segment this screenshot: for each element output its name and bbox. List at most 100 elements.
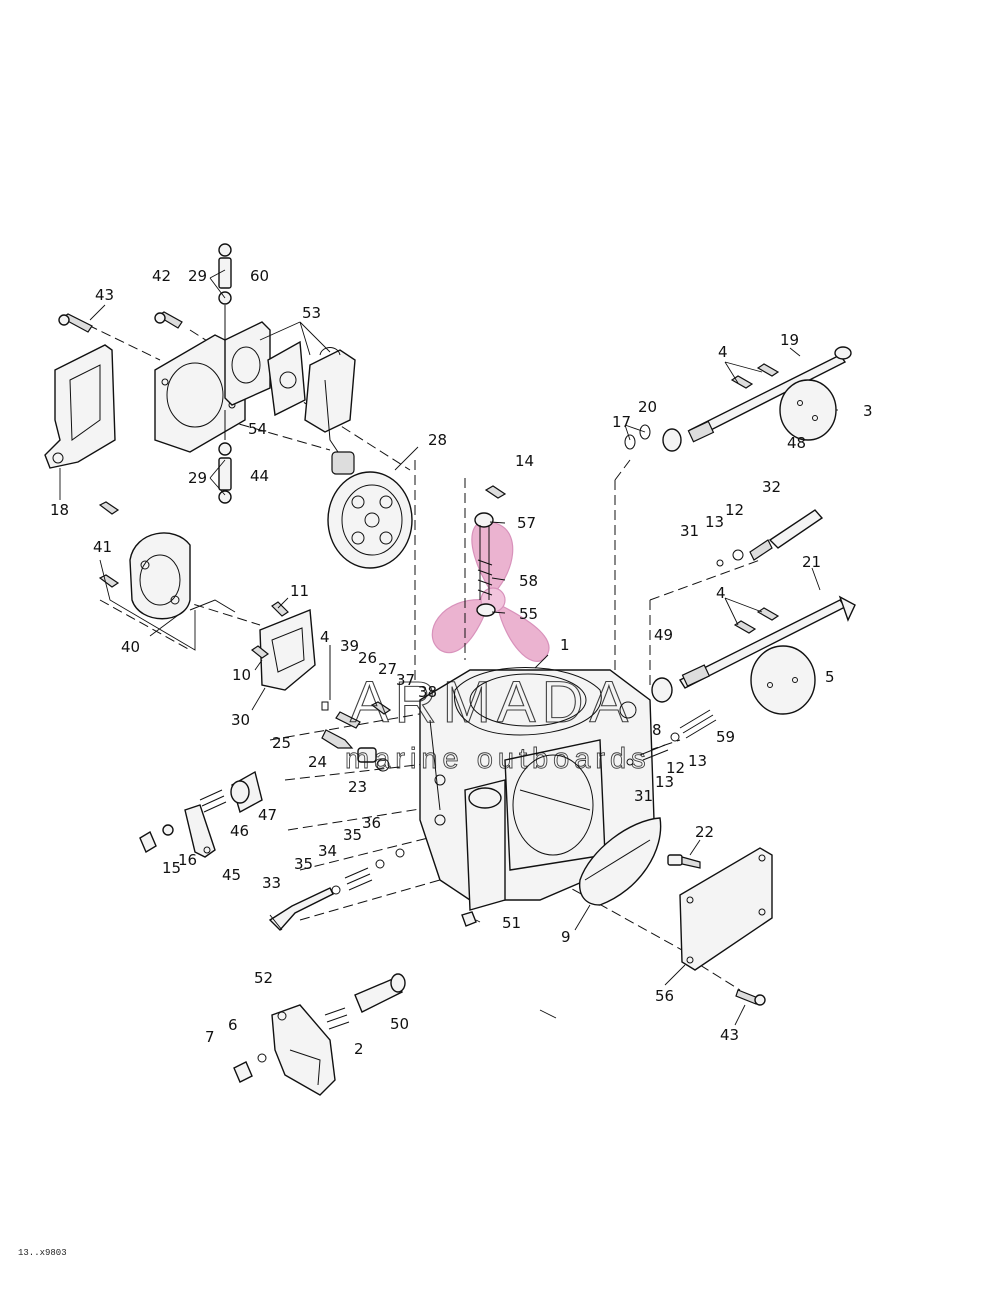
choke-plate-part-5 bbox=[750, 645, 816, 715]
callout-label: 56 bbox=[655, 987, 674, 1005]
callout-label: 17 bbox=[612, 413, 631, 431]
watermark-brand-text: ARMADA bbox=[350, 670, 634, 735]
callout-label: 20 bbox=[638, 398, 657, 416]
callout-label: 29 bbox=[188, 267, 207, 285]
callout-label: 22 bbox=[695, 823, 714, 841]
throttle-plate-part-3 bbox=[779, 379, 837, 441]
callout-label: 46 bbox=[230, 822, 249, 840]
callout-label: 13 bbox=[688, 752, 707, 770]
fitting-part-60 bbox=[218, 243, 232, 340]
fuel-fitting-parts-45-47 bbox=[139, 770, 263, 858]
callout-label: 4 bbox=[320, 628, 330, 646]
callout-label: 35 bbox=[294, 855, 313, 873]
callout-label: 43 bbox=[95, 286, 114, 304]
callout-label: 11 bbox=[290, 582, 309, 600]
callout-label: 9 bbox=[561, 928, 571, 946]
callout-label: 40 bbox=[121, 638, 140, 656]
needle-valve-parts bbox=[321, 645, 392, 772]
callout-label: 34 bbox=[318, 842, 337, 860]
callout-label: 38 bbox=[418, 683, 437, 701]
callout-label: 36 bbox=[362, 814, 381, 832]
pump-housing-53 bbox=[224, 321, 356, 475]
callout-label: 16 bbox=[178, 851, 197, 869]
propeller-logo-icon bbox=[431, 520, 550, 662]
callout-label: 59 bbox=[716, 728, 735, 746]
callout-label: 2 bbox=[354, 1040, 364, 1058]
callout-label: 42 bbox=[152, 267, 171, 285]
bracket-part-18 bbox=[44, 344, 116, 469]
callout-label: 31 bbox=[680, 522, 699, 540]
callout-label: 25 bbox=[272, 734, 291, 752]
callout-label: 49 bbox=[654, 626, 673, 644]
spring-parts-12-59 bbox=[619, 701, 717, 766]
callout-label: 26 bbox=[358, 649, 377, 667]
callout-label: 47 bbox=[258, 806, 277, 824]
callout-label: 27 bbox=[378, 660, 397, 678]
callout-label: 33 bbox=[262, 874, 281, 892]
callout-label: 45 bbox=[222, 866, 241, 884]
callout-label: 29 bbox=[188, 469, 207, 487]
callout-label: 12 bbox=[666, 759, 685, 777]
callout-label: 10 bbox=[232, 666, 251, 684]
callout-label: 1 bbox=[560, 636, 570, 654]
callout-label: 58 bbox=[519, 572, 538, 590]
callout-label: 3 bbox=[863, 402, 873, 420]
callout-label: 14 bbox=[515, 452, 534, 470]
screw-part-43 bbox=[58, 313, 93, 333]
choke-shaft-part-21 bbox=[651, 595, 856, 703]
callout-label: 41 bbox=[93, 538, 112, 556]
jet-screw-assembly bbox=[474, 485, 507, 617]
bushing-parts-17-20 bbox=[624, 424, 682, 452]
callout-label: 52 bbox=[254, 969, 273, 987]
diaphragm-part-28 bbox=[327, 471, 413, 569]
callout-label: 57 bbox=[517, 514, 536, 532]
callout-label: 18 bbox=[50, 501, 69, 519]
callout-label: 37 bbox=[396, 671, 415, 689]
callout-label: 55 bbox=[519, 605, 538, 623]
screw-part-43b bbox=[735, 989, 766, 1006]
callout-label: 43 bbox=[720, 1026, 739, 1044]
callout-label: 51 bbox=[502, 914, 521, 932]
callout-label: 7 bbox=[205, 1028, 215, 1046]
callout-label: 60 bbox=[250, 267, 269, 285]
gasket-part-9 bbox=[578, 817, 662, 906]
callout-label: 44 bbox=[250, 467, 269, 485]
callout-labels: 43 42 29 60 53 18 54 29 44 28 41 40 11 4… bbox=[50, 267, 873, 1058]
callout-label: 28 bbox=[428, 431, 447, 449]
callout-label: 54 bbox=[248, 420, 267, 438]
callout-label: 23 bbox=[348, 778, 367, 796]
callout-label: 50 bbox=[390, 1015, 409, 1033]
callout-label: 12 bbox=[725, 501, 744, 519]
screw-part-22 bbox=[667, 854, 701, 869]
idle-screw-parts-32-48 bbox=[716, 509, 824, 567]
callout-label: 53 bbox=[302, 304, 321, 322]
throttle-lever-parts-2-52 bbox=[233, 973, 406, 1096]
callout-label: 4 bbox=[718, 343, 728, 361]
callout-label: 6 bbox=[228, 1016, 238, 1034]
callout-label: 5 bbox=[825, 668, 835, 686]
callout-label: 13 bbox=[705, 513, 724, 531]
carburetor-body-part-1 bbox=[419, 667, 656, 911]
cover-plate-part-56 bbox=[679, 847, 773, 971]
callout-label: 24 bbox=[308, 753, 327, 771]
throttle-shaft-part-19 bbox=[687, 346, 852, 443]
callout-label: 21 bbox=[802, 553, 821, 571]
callout-label: 8 bbox=[652, 721, 662, 739]
idle-needle-parts-33-36 bbox=[268, 848, 405, 932]
callout-label: 15 bbox=[162, 859, 181, 877]
callout-label: 35 bbox=[343, 826, 362, 844]
callout-label: 19 bbox=[780, 331, 799, 349]
callout-label: 30 bbox=[231, 711, 250, 729]
callout-leaders bbox=[59, 269, 838, 1026]
callout-label: 13 bbox=[655, 773, 674, 791]
nut-part-51 bbox=[461, 911, 477, 927]
screw-part-42 bbox=[154, 311, 183, 329]
callout-label: 48 bbox=[787, 434, 806, 452]
plate-part-30 bbox=[250, 601, 316, 691]
callout-label: 4 bbox=[716, 584, 726, 602]
fitting-part-44 bbox=[218, 410, 232, 504]
watermark-subtext: marine outboards bbox=[345, 743, 651, 775]
gasket-plate bbox=[154, 334, 246, 453]
callout-label: 39 bbox=[340, 637, 359, 655]
